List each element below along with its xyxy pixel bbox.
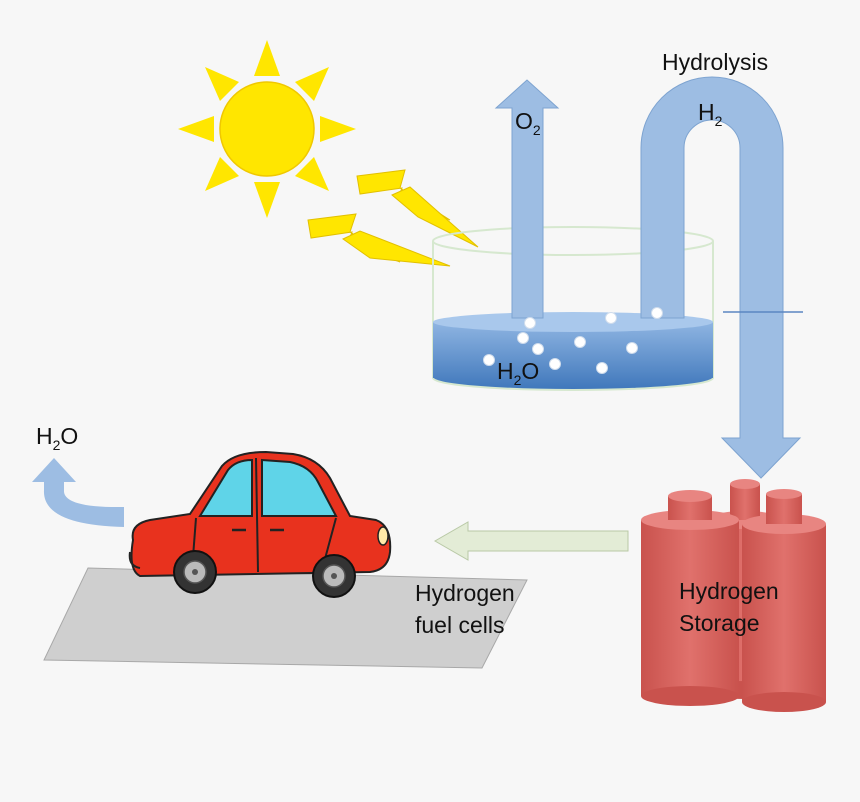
exhaust-arrow [32,458,124,527]
storage-label-line1: Hydrogen [679,578,779,604]
fuel-cells-label-line2: fuel cells [415,612,504,638]
hydrogen-u-tube-arrow [640,76,803,479]
sun-icon [178,40,356,218]
car-icon [128,450,392,598]
water-label: H2O [497,358,539,388]
water-beaker [432,226,714,391]
lightning-bolt-icon [307,169,479,267]
hydrogen-gas-label: H2 [698,99,723,129]
oxygen-label: O2 [515,108,541,138]
hydrogen-storage-tanks [641,479,826,712]
road-surface [43,567,528,669]
storage-label-line2: Storage [679,610,760,636]
exhaust-water-label: H2O [36,423,78,453]
hydrolysis-label: Hydrolysis [662,49,768,75]
fuel-supply-arrow [433,521,629,561]
oxygen-arrow [494,79,560,319]
gas-bubbles [483,307,663,374]
fuel-cells-label-line1: Hydrogen [415,580,515,606]
